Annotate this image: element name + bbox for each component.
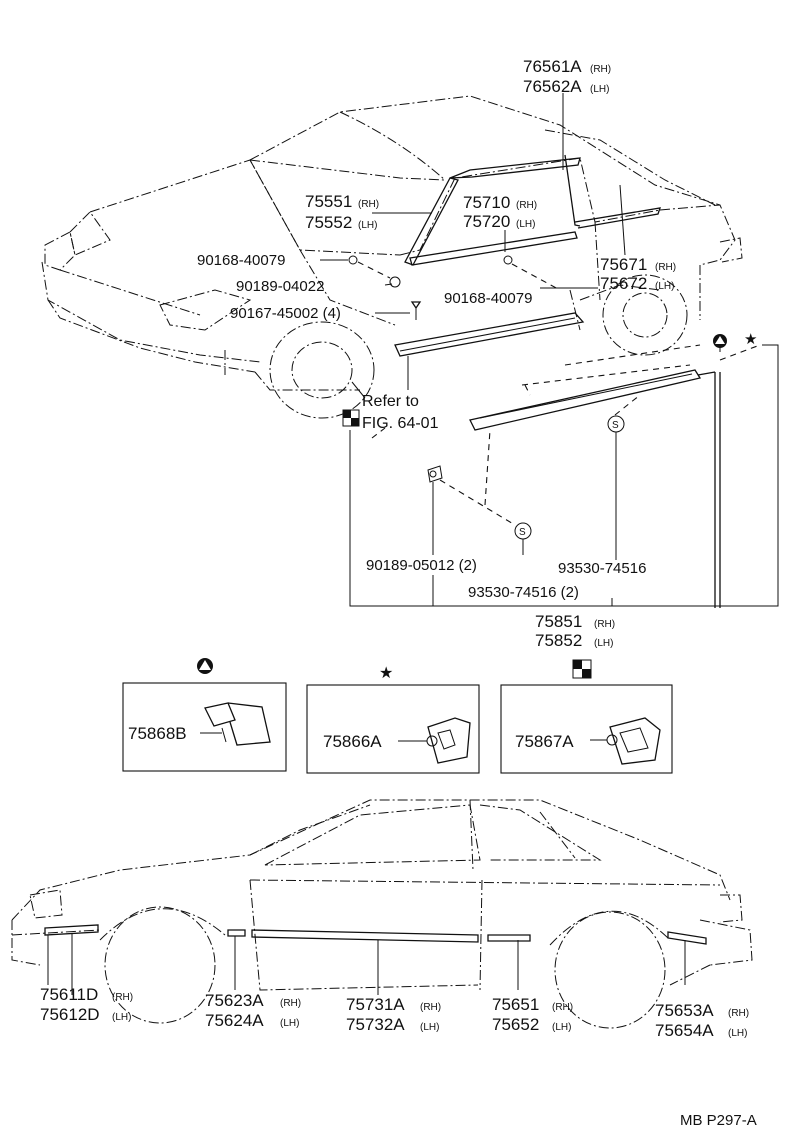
- lower-molding-parts: [44, 924, 707, 995]
- s-mark-b: S: [519, 527, 526, 538]
- part-75652: 75652: [492, 1015, 539, 1034]
- part-75654a: 75654A: [655, 1021, 714, 1040]
- fig-reference: FIG. 64-01: [362, 415, 439, 432]
- part-75623a: 75623A: [205, 991, 264, 1010]
- lower-car-drawing: [11, 799, 753, 1029]
- side-rh: (RH): [420, 1002, 441, 1013]
- side-lh: (LH): [552, 1022, 571, 1033]
- side-lh: (LH): [728, 1028, 747, 1039]
- part-90168-40079-b: 90168-40079: [444, 290, 532, 307]
- triangle-circle-symbol-upper: [713, 334, 727, 348]
- part-90189-05012: 90189-05012 (2): [366, 557, 477, 574]
- part-75731a: 75731A: [346, 995, 405, 1014]
- part-75671: 75671: [600, 255, 647, 274]
- side-rh: (RH): [552, 1002, 573, 1013]
- side-rh: (RH): [590, 64, 611, 75]
- part-75611d: 75611D: [40, 985, 98, 1004]
- part-75552: 75552: [305, 213, 352, 232]
- side-rh: (RH): [280, 998, 301, 1009]
- side-rh: (RH): [655, 262, 676, 273]
- star-symbol: ★: [379, 665, 393, 682]
- part-75710: 75710: [463, 193, 510, 212]
- side-lh: (LH): [358, 220, 377, 231]
- part-76562a: 76562A: [523, 77, 582, 96]
- detail-box-75867a: [500, 684, 673, 774]
- side-lh: (LH): [420, 1022, 439, 1033]
- part-75867a: 75867A: [515, 732, 574, 751]
- side-rh: (RH): [594, 619, 615, 630]
- refer-to-text: Refer to: [362, 393, 419, 410]
- triangle-circle-symbol: [197, 658, 213, 674]
- side-lh: (LH): [112, 1012, 131, 1023]
- star-symbol-upper: ★: [744, 331, 757, 348]
- part-75720: 75720: [463, 212, 510, 231]
- part-93530-74516-a: 93530-74516: [558, 560, 646, 577]
- molding-75851-drawing: [349, 340, 779, 608]
- side-lh: (LH): [280, 1018, 299, 1029]
- figure-code: MB P297-A: [680, 1112, 757, 1129]
- part-75672: 75672: [600, 274, 647, 293]
- part-75624a: 75624A: [205, 1011, 264, 1030]
- part-75651: 75651: [492, 995, 539, 1014]
- checker-square-symbol: [572, 659, 592, 679]
- upper-car-drawing: [41, 95, 743, 419]
- side-lh: (LH): [516, 219, 535, 230]
- part-75732a: 75732A: [346, 1015, 405, 1034]
- part-75653a: 75653A: [655, 1001, 714, 1020]
- side-lh: (LH): [594, 638, 613, 649]
- detail-box-75868b: [122, 682, 287, 772]
- part-90189-04022: 90189-04022: [236, 278, 324, 295]
- part-75852: 75852: [535, 631, 582, 650]
- part-75551: 75551: [305, 192, 352, 211]
- side-rh: (RH): [516, 200, 537, 211]
- side-lh: (LH): [655, 281, 674, 292]
- part-90167-45002: 90167-45002 (4): [230, 305, 341, 322]
- part-75612d: 75612D: [40, 1005, 100, 1024]
- s-mark-a: S: [612, 420, 619, 431]
- part-90168-40079-a: 90168-40079: [197, 252, 285, 269]
- part-75851: 75851: [535, 612, 582, 631]
- upper-molding-parts: [348, 154, 661, 357]
- upper-leaders: [320, 93, 626, 439]
- side-lh: (LH): [590, 84, 609, 95]
- checker-symbol-upper: [342, 409, 360, 427]
- part-75866a: 75866A: [323, 732, 382, 751]
- side-rh: (RH): [112, 992, 133, 1003]
- detail-box-75866a: [306, 684, 480, 774]
- part-76561a: 76561A: [523, 57, 582, 76]
- part-93530-74516-b: 93530-74516 (2): [468, 584, 579, 601]
- side-rh: (RH): [358, 199, 379, 210]
- part-75868b: 75868B: [128, 724, 187, 743]
- side-rh: (RH): [728, 1008, 749, 1019]
